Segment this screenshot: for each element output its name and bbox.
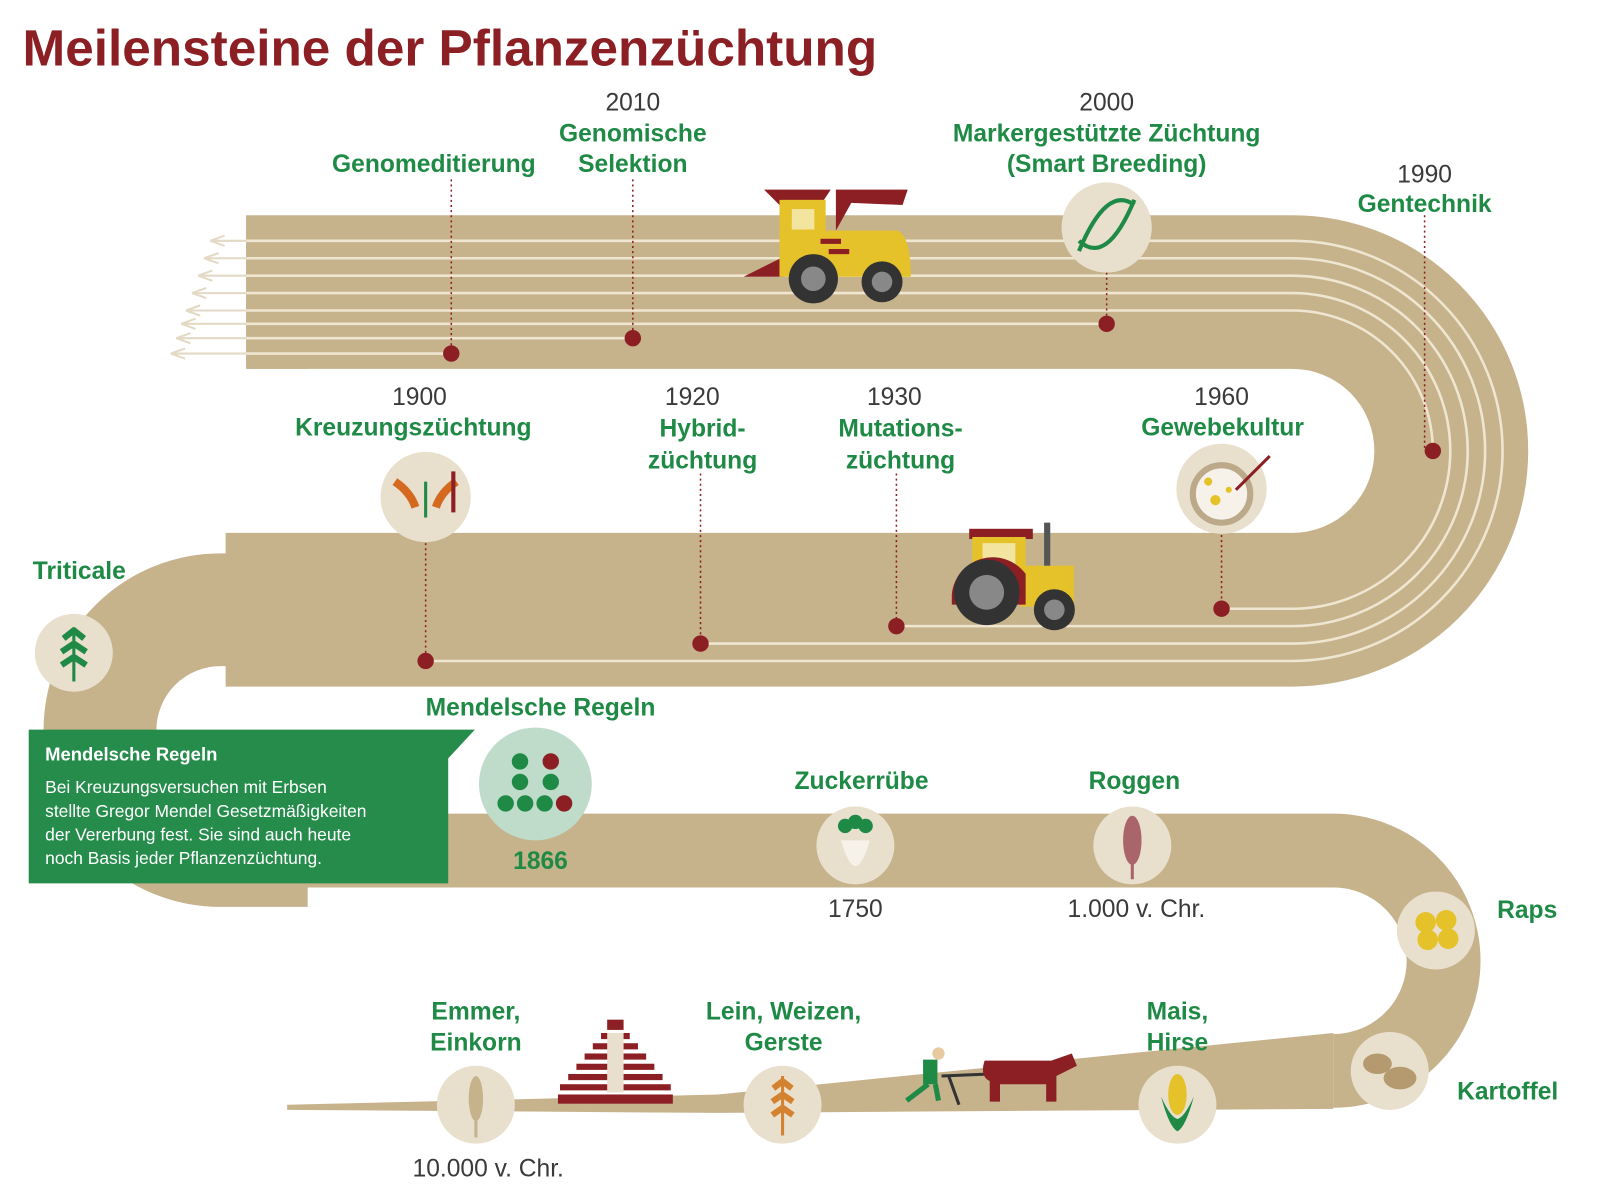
label-mutation-2: züchtung — [846, 447, 955, 474]
info-box-line: stellte Gregor Mendel Gesetzmäßigkeiten — [45, 801, 366, 821]
sugar-beet-icon — [816, 806, 895, 885]
timeline-lane — [246, 309, 1435, 451]
timeline-lanes — [246, 239, 1504, 663]
pyramid-illustration — [557, 1019, 673, 1104]
milestone-dot — [692, 635, 709, 652]
flower-pollination-icon — [380, 451, 471, 543]
rye-icon — [1093, 806, 1172, 885]
label-mais-2: Hirse — [1147, 1029, 1209, 1056]
grain-icon — [436, 1065, 515, 1144]
label-emmer-2: Einkorn — [430, 1029, 522, 1056]
label-genomeditierung: Genomeditierung — [332, 151, 536, 178]
timeline-lane — [246, 291, 1452, 611]
milestone-dot — [443, 345, 460, 362]
milestone-dot — [624, 329, 642, 347]
year-2000: 2000 — [1079, 90, 1134, 117]
label-mutation-1: Mutations- — [838, 416, 962, 443]
milestone-dot — [1098, 315, 1115, 333]
milestone-dot — [888, 617, 905, 635]
year-1900: 1900 — [392, 384, 447, 411]
rapeseed-icon — [1396, 891, 1475, 970]
year-2010: 2010 — [605, 90, 660, 117]
page-title: Meilensteine der Pflanzenzüchtung — [23, 20, 878, 77]
wheat-icon — [34, 613, 113, 692]
label-gewebekultur: Gewebekultur — [1141, 415, 1304, 442]
corn-icon — [1138, 1065, 1217, 1144]
arrow-icon — [175, 332, 247, 345]
label-lein-2: Gerste — [745, 1029, 823, 1056]
info-box-line: noch Basis jeder Pflanzenzüchtung. — [45, 848, 322, 868]
timeline-lane — [246, 239, 1504, 663]
arrow-icon — [191, 286, 247, 300]
year-1960: 1960 — [1194, 384, 1249, 411]
barley-icon — [743, 1065, 822, 1144]
label-smart-breeding-2: (Smart Breeding) — [1007, 151, 1207, 178]
potato-icon — [1350, 1031, 1429, 1110]
label-zuckerruebe: Zuckerrübe — [795, 768, 929, 795]
milestone-dot — [1424, 442, 1442, 460]
farmer-plough-illustration — [905, 1047, 1077, 1106]
label-roggen: Roggen — [1089, 768, 1181, 795]
label-mendel: Mendelsche Regeln — [426, 694, 656, 721]
arrow-icon — [203, 252, 247, 265]
timeline-lane — [246, 256, 1487, 645]
pea-crossing-icon — [478, 727, 592, 841]
arrow-icon — [209, 234, 247, 247]
info-box-mendel: Mendelsche Regeln Bei Kreuzungsversuchen… — [28, 729, 475, 884]
year-10000-bc: 10.000 v. Chr. — [413, 1155, 564, 1182]
label-hybrid-2: züchtung — [648, 447, 757, 474]
label-kreuzungszuechtung: Kreuzungszüchtung — [295, 415, 531, 442]
milestone-dot — [1213, 600, 1230, 617]
milestone-dot — [417, 652, 434, 670]
info-box-heading: Mendelsche Regeln — [45, 743, 217, 764]
info-box-line: der Vererbung fest. Sie sind auch heute — [45, 824, 351, 844]
arrow-icon — [185, 304, 247, 317]
combine-harvester-illustration — [743, 189, 911, 304]
year-1750: 1750 — [828, 896, 883, 923]
future-arrows — [170, 234, 247, 360]
label-triticale: Triticale — [33, 558, 126, 585]
label-smart-breeding-1: Markergestützte Züchtung — [953, 120, 1261, 147]
connector-lines — [424, 179, 1426, 661]
year-1000-bc: 1.000 v. Chr. — [1068, 896, 1206, 923]
timeline-lane — [246, 274, 1469, 628]
arrow-icon — [170, 347, 247, 360]
label-emmer-1: Emmer, — [431, 999, 520, 1026]
label-raps: Raps — [1497, 897, 1557, 924]
year-1990: 1990 — [1397, 161, 1452, 188]
petri-dish-icon — [1176, 443, 1271, 534]
timeline-road — [43, 215, 1529, 1113]
milestone-dots — [417, 315, 1442, 670]
arrow-icon — [197, 269, 247, 282]
label-hybrid-1: Hybrid- — [660, 416, 746, 443]
label-lein-1: Lein, Weizen, — [706, 999, 861, 1026]
label-genomische-selektion-2: Selektion — [578, 151, 687, 178]
label-mais-1: Mais, — [1147, 999, 1209, 1026]
arrow-icon — [180, 317, 247, 330]
year-1866: 1866 — [513, 848, 568, 875]
year-1920: 1920 — [665, 384, 720, 411]
label-genomische-selektion-1: Genomische — [559, 120, 707, 147]
label-gentechnik: Gentechnik — [1358, 191, 1492, 218]
tractor-illustration — [951, 522, 1075, 631]
dna-icon — [1061, 182, 1152, 273]
year-1930: 1930 — [867, 384, 922, 411]
info-box-line: Bei Kreuzungsversuchen mit Erbsen — [45, 777, 327, 797]
label-kartoffel: Kartoffel — [1457, 1079, 1558, 1106]
